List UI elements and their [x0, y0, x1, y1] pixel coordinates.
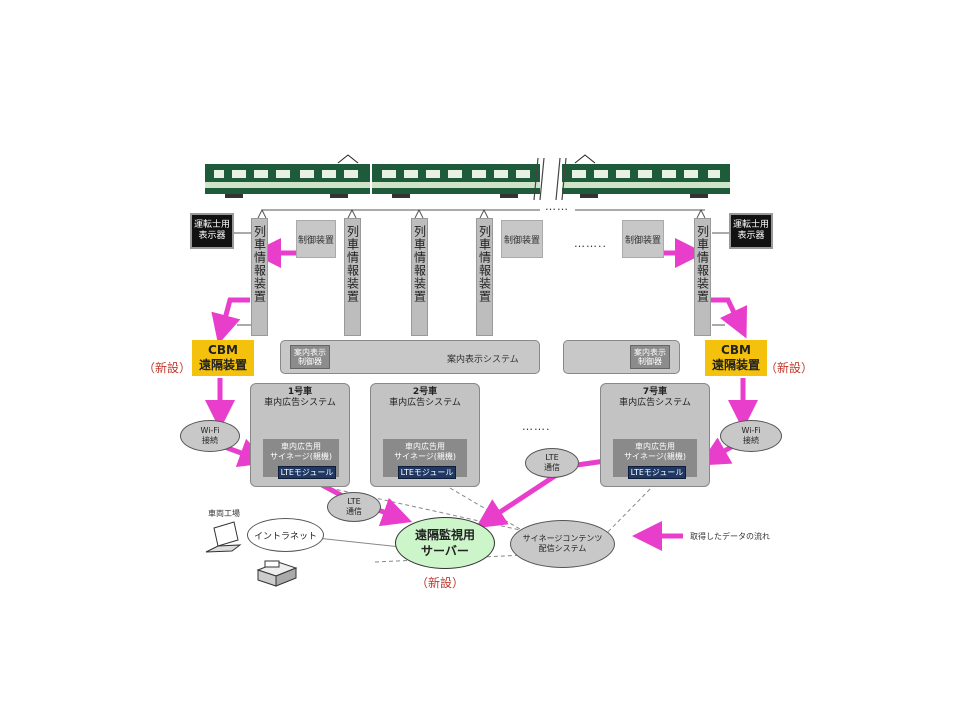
- train-info-label: 列車情報装置: [252, 225, 267, 303]
- control-device-1: 制御装置: [296, 220, 336, 258]
- laptop-icon: [205, 521, 242, 553]
- arrow-traininfo-cbm-right: [708, 297, 748, 339]
- cbm-remote-device-left: CBM 遠隔装置: [192, 340, 254, 376]
- train-bus-line: [233, 208, 730, 326]
- train-info-device-5: 列車情報装置: [694, 218, 711, 336]
- new-tag-server: （新設）: [416, 576, 465, 590]
- car-1: 1号車 車内広告システム 車内広告用 サイネージ(親機) LTEモジュール: [250, 383, 350, 487]
- train-info-device-3: 列車情報装置: [411, 218, 428, 336]
- car-7: 7号車 車内広告システム 車内広告用 サイネージ(親機) LTEモジュール: [600, 383, 710, 487]
- remote-monitoring-server: 遠隔監視用 サーバー: [395, 517, 495, 569]
- control-device-3: 制御装置: [622, 220, 664, 258]
- guide-system-label: 案内表示システム: [447, 355, 519, 365]
- control-device-2: 制御装置: [501, 220, 543, 258]
- legend-label: 取得したデータの流れ: [690, 532, 770, 541]
- wifi-connection-left: Wi-Fi 接続: [180, 420, 240, 452]
- train-info-label: 列車情報装置: [695, 225, 710, 303]
- printer-icon: [256, 560, 298, 587]
- guide-controller-left: 案内表示 制御器: [290, 345, 330, 369]
- new-tag-cbm-left: （新設）: [143, 361, 192, 375]
- train-info-device-1: 列車情報装置: [251, 218, 268, 336]
- new-tag-cbm-right: （新設）: [765, 361, 814, 375]
- train-info-label: 列車情報装置: [412, 225, 427, 303]
- signage-label: 車内広告用 サイネージ(親機): [393, 442, 457, 461]
- lte-module: LTEモジュール: [628, 466, 686, 479]
- signage-label: 車内広告用 サイネージ(親機): [269, 442, 333, 461]
- train-info-device-4: 列車情報装置: [476, 218, 493, 336]
- train-dots: ……: [545, 200, 569, 213]
- intranet: イントラネット: [247, 518, 324, 552]
- train-illustration: [205, 154, 730, 201]
- train-info-device-2: 列車情報装置: [344, 218, 361, 336]
- lte-comm-a: LTE 通信: [327, 492, 381, 522]
- lte-module: LTEモジュール: [278, 466, 336, 479]
- guide-controller-right: 案内表示 制御器: [630, 345, 670, 369]
- factory-label: 車両工場: [208, 509, 240, 518]
- cbm-remote-device-right: CBM 遠隔装置: [705, 340, 767, 376]
- car-number: 2号車: [412, 387, 438, 397]
- signage-label: 車内広告用 サイネージ(親機): [623, 442, 687, 461]
- car-number: 7号車: [642, 387, 668, 397]
- car-2: 2号車 車内広告システム 車内広告用 サイネージ(親機) LTEモジュール: [370, 383, 480, 487]
- lte-comm-b: LTE 通信: [525, 448, 579, 478]
- car-number: 1号車: [287, 387, 313, 397]
- cars-dots: …….: [522, 420, 551, 433]
- signage-content-distribution: サイネージコンテンツ 配信システム: [510, 520, 615, 568]
- wifi-connection-right: Wi-Fi 接続: [720, 420, 782, 452]
- arrow-traininfo-cbm-left: [211, 297, 250, 345]
- train-info-label: 列車情報装置: [345, 225, 360, 303]
- car-system: 車内広告システム: [619, 398, 691, 408]
- lte-module: LTEモジュール: [398, 466, 456, 479]
- car-system: 車内広告システム: [264, 398, 336, 408]
- car-system: 車内広告システム: [389, 398, 461, 408]
- driver-display-right: 運転士用 表示器: [729, 213, 773, 249]
- train-info-label: 列車情報装置: [477, 225, 492, 303]
- control-dots: ……..: [574, 237, 607, 250]
- driver-display-left: 運転士用 表示器: [190, 213, 234, 249]
